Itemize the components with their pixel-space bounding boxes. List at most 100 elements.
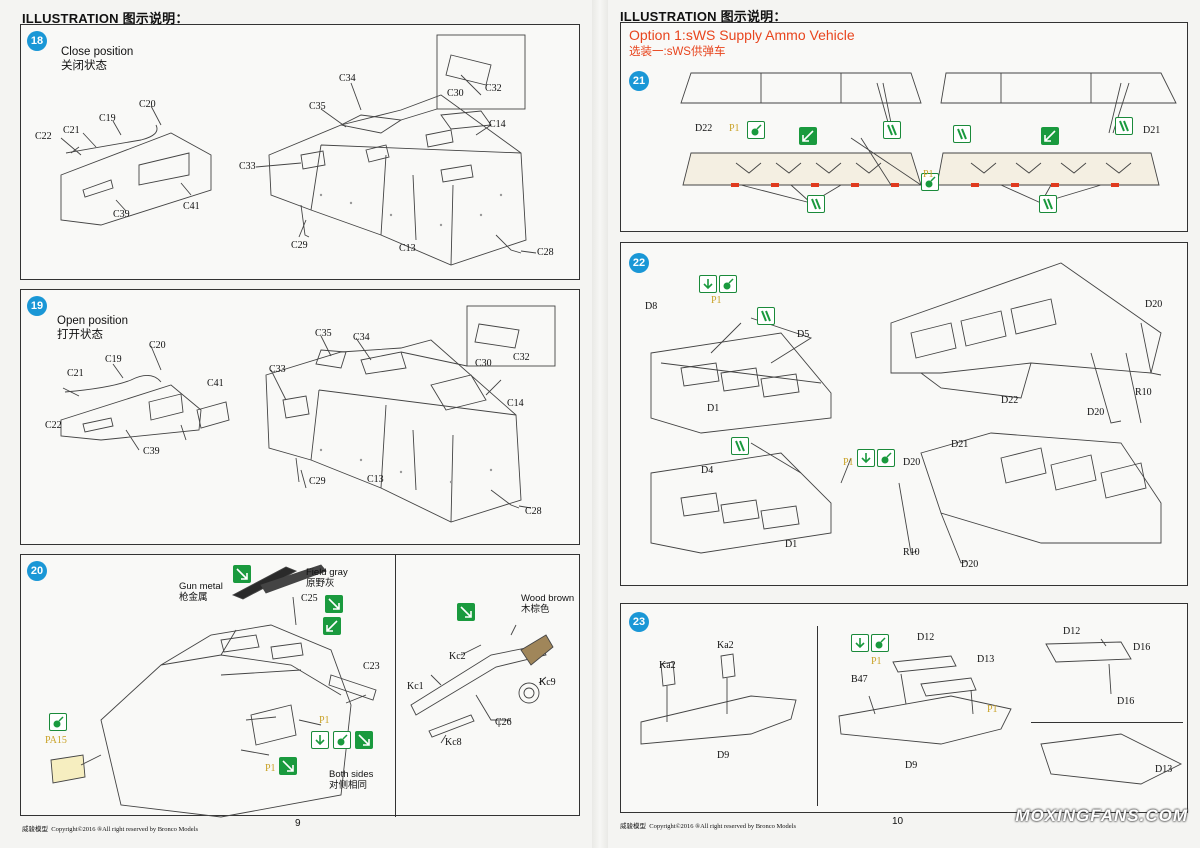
step-20-drawing xyxy=(50,564,554,818)
door-panel-c39 xyxy=(60,384,202,441)
step-divider xyxy=(1031,722,1183,723)
note-cn: 原野灰 xyxy=(306,578,335,589)
watermark: MOXINGFANS.COM xyxy=(1015,806,1188,825)
step-badge: 23 xyxy=(629,612,649,632)
hull-body xyxy=(265,339,522,523)
step-22-drawing xyxy=(650,262,1162,564)
floor-d9-left xyxy=(640,695,797,745)
part-label: D13 xyxy=(1155,764,1173,775)
step-badge: 20 xyxy=(27,561,47,581)
paint-icon xyxy=(233,565,251,583)
part-label: D22 xyxy=(695,123,713,134)
part-label: D16 xyxy=(1117,696,1135,707)
floor-d9-right xyxy=(838,695,1012,745)
note-cn: 对侧相同 xyxy=(329,780,368,791)
cut-icon xyxy=(757,307,775,325)
part-label: D13 xyxy=(977,654,995,665)
part-label: C23 xyxy=(363,661,380,672)
cut-icon xyxy=(731,437,749,455)
step-divider xyxy=(817,626,818,806)
paint-icon xyxy=(457,603,475,621)
swap-icon xyxy=(323,617,341,635)
part-label: C39 xyxy=(113,209,130,220)
part-label: C41 xyxy=(183,201,200,212)
swap-icon xyxy=(799,127,817,145)
mg-body-kc1 xyxy=(410,644,547,716)
part-label: R10 xyxy=(903,547,920,558)
part-label: C28 xyxy=(537,247,554,258)
part-label: C33 xyxy=(239,161,256,172)
part-label: D8 xyxy=(645,301,658,312)
flip-icon xyxy=(311,731,329,749)
note-en: Field gray xyxy=(306,567,348,578)
part-label-p: PA15 xyxy=(45,735,67,746)
part-label: Kc1 xyxy=(407,681,424,692)
flip-icon xyxy=(851,634,869,652)
step-divider xyxy=(395,555,396,817)
part-label-p: P1 xyxy=(711,295,722,306)
page-number: 10 xyxy=(892,816,904,827)
note-cn: 枪金属 xyxy=(179,592,208,603)
part-label: C14 xyxy=(489,119,506,130)
step-21-panel: Option 1:sWS Supply Ammo Vehicle 选装一:sWS… xyxy=(620,22,1188,232)
both-sides-note: Both sides 对侧相同 xyxy=(329,769,373,791)
part-label: C21 xyxy=(67,368,84,379)
option-title-cn: 选装一:sWS供弹车 xyxy=(629,46,726,58)
step-title-cn: 关闭状态 xyxy=(61,60,107,72)
page-number: 9 xyxy=(295,818,301,829)
part-label-p: P1 xyxy=(923,169,934,180)
part-label-p: P1 xyxy=(987,704,998,715)
cut-icon xyxy=(1115,117,1133,135)
step-badge: 19 xyxy=(27,296,47,316)
plate-d12-inset xyxy=(1045,641,1132,663)
step-badge: 21 xyxy=(629,71,649,91)
box-panel-left xyxy=(682,152,922,186)
step-20-panel: 20 xyxy=(20,554,580,818)
page-gutter xyxy=(592,0,608,848)
part-label-p: P1 xyxy=(319,715,330,726)
wood-stock xyxy=(520,634,554,666)
copyright: Copyright©2016 ®All right reserved by Br… xyxy=(51,826,198,833)
part-label: B47 xyxy=(851,674,868,685)
part-label: D4 xyxy=(701,465,714,476)
box-assembly-top xyxy=(890,262,1162,374)
part-label-p: P1 xyxy=(729,123,740,134)
part-label: Ka2 xyxy=(717,640,734,651)
part-label: C13 xyxy=(399,243,416,254)
part-label: C14 xyxy=(507,398,524,409)
part-label: D20 xyxy=(1087,407,1105,418)
brand: 威骏模型 xyxy=(22,826,48,833)
part-label: D20 xyxy=(961,559,979,570)
part-pa15 xyxy=(50,754,86,784)
step-title: Close position 关闭状态 xyxy=(61,45,133,73)
part-label: D12 xyxy=(1063,626,1081,637)
part-label: D16 xyxy=(1133,642,1151,653)
paint-icon xyxy=(355,731,373,749)
brand: 威骏模型 xyxy=(620,823,646,830)
box-panel-right xyxy=(936,152,1160,186)
step-22-panel: 22 D8 P1 D5 xyxy=(620,242,1188,586)
part-label: D5 xyxy=(797,329,810,340)
part-label: C28 xyxy=(525,506,542,517)
part-label-p: P1 xyxy=(265,763,276,774)
part-label: C34 xyxy=(339,73,356,84)
part-label: Ka2 xyxy=(659,660,676,671)
part-label: D21 xyxy=(1143,125,1161,136)
part-label: C30 xyxy=(475,358,492,369)
cut-icon xyxy=(807,195,825,213)
option-title-en: Option 1:sWS Supply Ammo Vehicle xyxy=(629,27,855,43)
note-en: Wood brown xyxy=(521,593,575,604)
footer-copyright: 威骏模型 Copyright©2016 ®All right reserved … xyxy=(22,823,198,833)
note-en: Both sides xyxy=(329,769,374,780)
part-label: D22 xyxy=(1001,395,1019,406)
part-label: D9 xyxy=(717,750,730,761)
paint-icon xyxy=(325,595,343,613)
step-title-en: Close position xyxy=(61,46,134,58)
gun-barrel xyxy=(231,566,298,600)
color-note-gun-metal: Gun metal 枪金属 xyxy=(179,581,223,603)
part-label: C22 xyxy=(45,420,62,431)
side-rail-d21 xyxy=(940,72,1177,104)
part-label: C26 xyxy=(495,717,512,728)
glue-icon xyxy=(747,121,765,139)
page-left: ILLUSTRATION 图示说明： 18 Close position 关闭状… xyxy=(0,0,592,848)
